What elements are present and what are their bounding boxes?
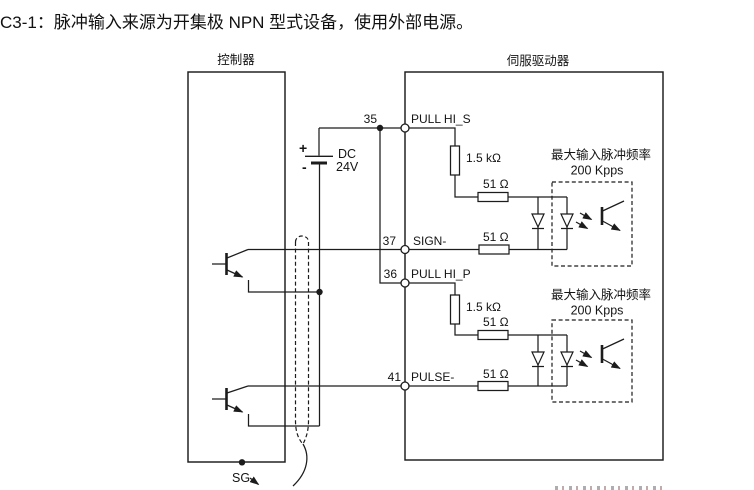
junction-dot-emitter1 xyxy=(316,288,323,296)
optocoupler-1 xyxy=(551,181,633,267)
npn-transistor-1 xyxy=(212,248,320,293)
wire-pin36-in xyxy=(409,282,456,295)
wire-pin35-in xyxy=(409,127,456,146)
resistor-51-upper-bottom xyxy=(478,244,510,255)
dc-label: DC xyxy=(338,147,356,161)
npn-transistor-2 xyxy=(212,385,320,427)
wire-dc-plus-to-pin36 xyxy=(379,128,401,284)
sign-input-network: 1.5 kΩ 51 Ω 51 Ω xyxy=(409,127,574,255)
transistor2-emitter-arrow xyxy=(226,404,244,413)
optocoupler1-collector xyxy=(602,200,625,212)
optocoupler1-light-arrow-1 xyxy=(579,212,593,221)
resistor-1k5-upper xyxy=(449,145,461,176)
optocoupler2-light-arrow-1 xyxy=(579,350,593,359)
optocoupler1-emitter xyxy=(602,220,621,232)
plus-sign: + xyxy=(299,140,307,156)
resistor-51-upper-top xyxy=(477,191,509,203)
max-freq-note-1-line1: 最大输入脉冲频率 xyxy=(551,147,651,162)
max-freq-note-2-line1: 最大输入脉冲频率 xyxy=(551,287,651,302)
pin-36-pull-hi-p: 36 PULL HI_P xyxy=(384,267,471,288)
resistor-51-upper-top-label: 51 Ω xyxy=(483,177,509,191)
pin41-number: 41 xyxy=(388,370,402,384)
transistor1-collector xyxy=(226,248,249,259)
resistor-51-lower-bottom xyxy=(477,380,509,392)
diode-upper-right xyxy=(560,213,574,229)
sg-arrow xyxy=(249,476,260,486)
voltage-label: 24V xyxy=(336,160,359,174)
pin41-name: PULSE- xyxy=(411,370,454,384)
pin37-terminal xyxy=(400,244,410,255)
optocoupler2-dashed-box xyxy=(551,319,633,403)
optocoupler2-emitter xyxy=(602,358,621,370)
shield-top-arc xyxy=(294,235,310,243)
sg-junction-dot xyxy=(238,459,246,466)
servo-drive-box xyxy=(404,71,664,461)
minus-sign: - xyxy=(302,159,307,175)
pin36-terminal xyxy=(400,278,410,288)
optocoupler1-light-arrow-2 xyxy=(575,221,589,230)
cropped-watermark xyxy=(555,486,667,490)
shield-left-side xyxy=(294,242,303,444)
controller-label: 控制器 xyxy=(217,53,255,67)
battery-symbol: + - DC 24V xyxy=(299,128,359,175)
pin35-terminal xyxy=(400,123,410,133)
sg-label: SG xyxy=(232,471,250,485)
cable-shield xyxy=(292,235,310,487)
resistor-51-upper-bottom-label: 51 Ω xyxy=(483,230,509,244)
resistor-1k5-lower-label: 1.5 kΩ xyxy=(466,300,501,314)
resistor-51-lower-bottom-label: 51 Ω xyxy=(483,367,509,381)
resistor-51-lower-top-label: 51 Ω xyxy=(483,315,509,329)
optocoupler2-light-arrow-2 xyxy=(575,359,589,368)
pin37-name: SIGN- xyxy=(413,234,446,248)
diode-upper-left xyxy=(531,213,545,229)
diode-lower-right xyxy=(560,351,574,367)
shield-drain-wire xyxy=(292,443,308,487)
resistor-1k5-upper-label: 1.5 kΩ xyxy=(466,151,501,165)
resistor-51-lower-top xyxy=(477,329,509,341)
resistor-1k5-lower xyxy=(449,294,461,325)
optocoupler-2 xyxy=(551,319,633,403)
diode-lower-left xyxy=(531,351,545,367)
max-freq-note-2-line2: 200 Kpps xyxy=(571,304,624,318)
transistor2-emitter-wire xyxy=(247,414,320,427)
pin-35-pull-hi-s: 35 PULL HI_S xyxy=(364,112,471,133)
max-freq-note-1-line2: 200 Kpps xyxy=(571,164,624,178)
pin36-number: 36 xyxy=(384,267,398,281)
pin-37-sign-minus: 37 SIGN- xyxy=(383,234,446,255)
transistor1-emitter-arrow xyxy=(226,269,244,278)
shield-right-side xyxy=(302,242,310,444)
controller-box xyxy=(187,71,286,463)
pin-41-pulse-minus: 41 PULSE- xyxy=(388,370,454,391)
wire-1k5-to-51-upper xyxy=(454,175,478,198)
optocoupler2-collector xyxy=(602,338,625,350)
transistor2-collector xyxy=(226,385,249,394)
pin36-name: PULL HI_P xyxy=(411,267,471,281)
wire-1k5-to-51-lower xyxy=(454,324,478,336)
pin37-number: 37 xyxy=(383,234,397,248)
pulse-input-network: 1.5 kΩ 51 Ω 51 Ω xyxy=(409,282,574,392)
pin41-terminal xyxy=(400,381,410,391)
optocoupler1-dashed-box xyxy=(551,181,633,267)
pin35-number: 35 xyxy=(364,112,378,126)
figure-title: C3-1：脉冲输入来源为开集极 NPN 型式设备，使用外部电源。 xyxy=(0,13,474,32)
servo-drive-label: 伺服驱动器 xyxy=(507,54,570,68)
pin35-name: PULL HI_S xyxy=(411,112,471,126)
